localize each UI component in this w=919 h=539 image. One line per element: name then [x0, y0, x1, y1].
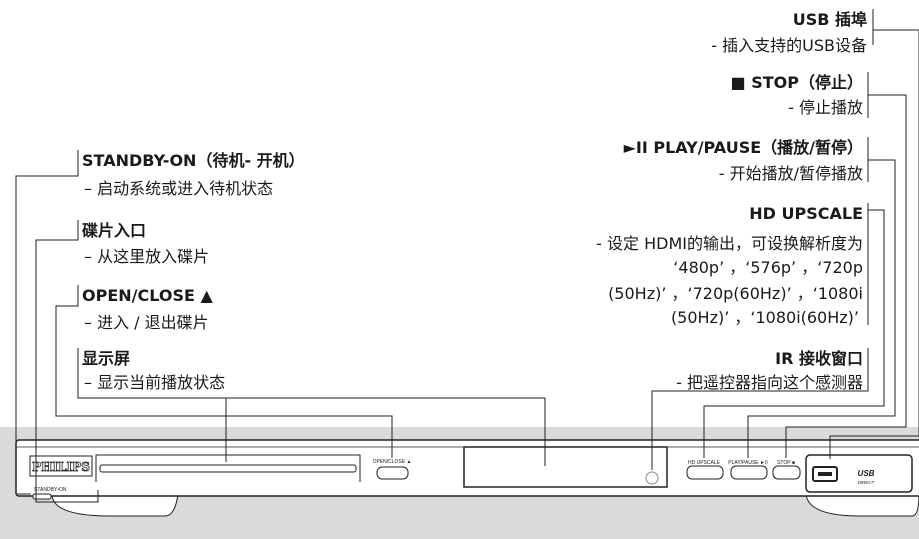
open-close-title: OPEN/CLOSE ▲ — [82, 286, 213, 305]
display-window — [463, 446, 668, 488]
disc-slot-leader — [35, 220, 99, 503]
play-pause-title: ►II PLAY/PAUSE（播放/暂停） — [623, 138, 863, 157]
display-title: 显示屏 — [82, 349, 131, 368]
disc-slot — [95, 454, 361, 482]
stop-button[interactable] — [772, 465, 801, 480]
usb-leader-drop — [829, 30, 919, 459]
open-close-leader — [55, 285, 393, 458]
disc-slot-desc: – 从这里放入碟片 — [84, 247, 210, 266]
display-leader-2 — [226, 397, 546, 466]
standby-on-title: STANDBY-ON（待机- 开机） — [82, 151, 305, 170]
usb-leader — [872, 9, 919, 45]
usb-direct-label: DIRECT — [858, 480, 875, 485]
play-pause-label: PLAY/PAUSE ►II — [728, 460, 768, 466]
ir-sensor-title: IR 接收窗口 — [775, 349, 863, 368]
brand-logo: PHILIPS — [32, 460, 90, 474]
usb-logo: USB — [858, 469, 875, 478]
usb-port-inner — [818, 472, 832, 476]
standby-leader — [15, 150, 79, 495]
hd-upscale-desc-line3: (50Hz)’ ，‘720p(60Hz)’ ，‘1080i — [608, 284, 863, 303]
usb-port-title: USB 插埠 — [792, 10, 867, 29]
usb-port-desc: - 插入支持的USB设备 — [711, 36, 867, 55]
open-close-button[interactable] — [376, 466, 409, 480]
open-close-desc: – 进入 / 退出碟片 — [84, 313, 209, 332]
stop-title: ■ STOP（停止） — [730, 73, 863, 92]
open-close-label: OPEN/CLOSE ▲ — [373, 459, 412, 465]
stop-label: STOP ■ — [777, 460, 795, 466]
standby-button[interactable] — [32, 493, 52, 500]
stop-leader — [785, 72, 907, 458]
play-pause-leader — [747, 137, 896, 458]
ir-sensor-desc: - 把遥控器指向这个感测器 — [676, 373, 863, 392]
brand-box — [29, 455, 93, 477]
hd-upscale-leader — [703, 203, 885, 458]
display-desc: – 显示当前播放状态 — [84, 373, 226, 392]
hd-upscale-desc-line4: (50Hz)’ ，‘1080i(60Hz)’ — [670, 308, 859, 327]
hd-upscale-button[interactable] — [686, 465, 724, 480]
standby-label: STANDBY•ON — [34, 487, 67, 493]
stop-desc: - 停止播放 — [788, 98, 863, 117]
hd-upscale-desc-line1: - 设定 HDMI的输出，可设换解析度为 — [596, 234, 863, 253]
hd-upscale-desc-line2: ‘480p’ ，‘576p’ ，‘720p — [673, 258, 863, 277]
right-foot — [805, 493, 919, 517]
ir-sensor-leader — [651, 348, 869, 470]
disc-slot-title: 碟片入口 — [82, 221, 147, 240]
usb-panel — [805, 454, 913, 493]
hd-upscale-label: HD UPSCALE — [688, 460, 721, 466]
play-pause-desc: - 开始播放/暂停播放 — [718, 164, 863, 183]
play-pause-button[interactable] — [730, 465, 768, 480]
display-leader — [77, 348, 227, 462]
left-foot — [51, 493, 179, 517]
disc-slot-opening[interactable] — [99, 464, 357, 473]
standby-on-desc: – 启动系统或进入待机状态 — [84, 179, 274, 198]
ir-sensor-window — [645, 471, 659, 485]
hd-upscale-title: HD UPSCALE — [749, 204, 863, 223]
